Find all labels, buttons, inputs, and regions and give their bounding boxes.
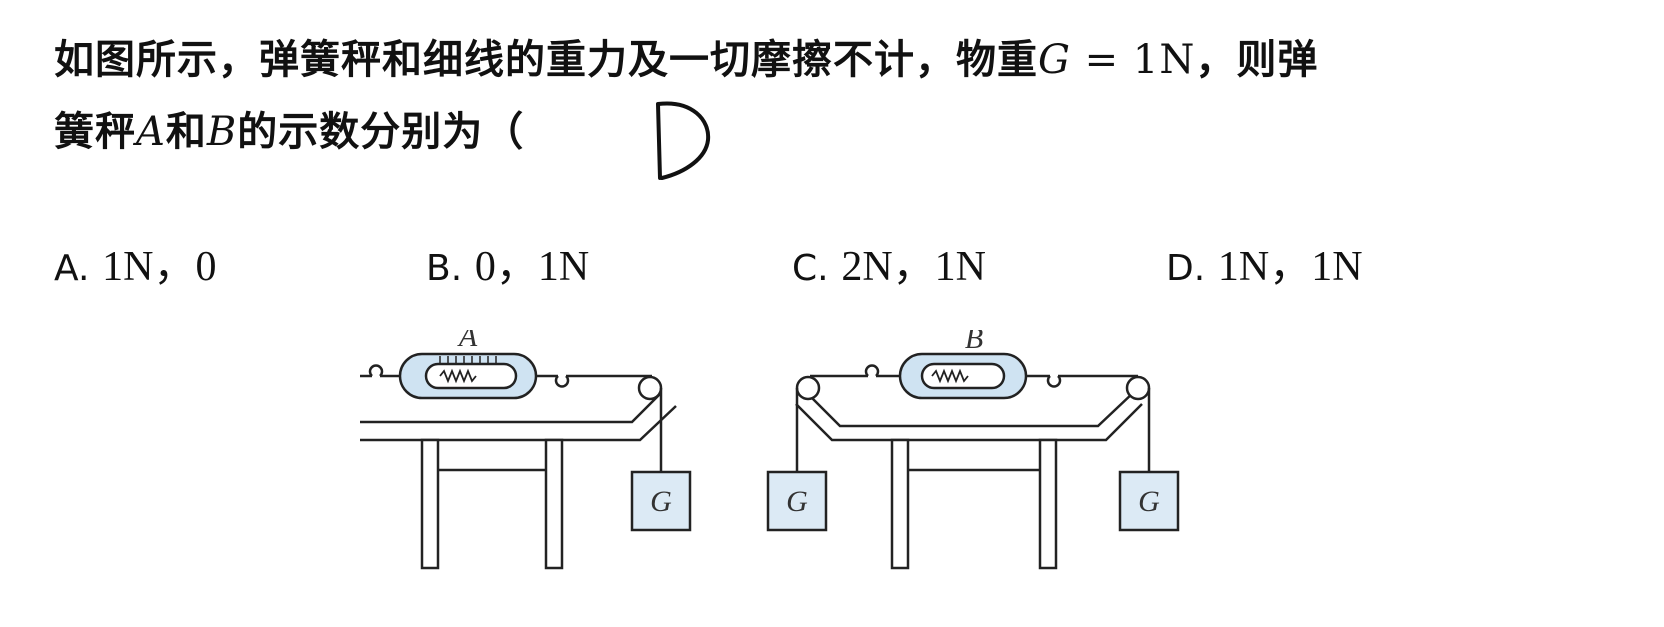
table-top-b	[795, 391, 1143, 442]
table-leg	[544, 438, 564, 570]
weight-label: G	[786, 485, 808, 518]
option-text: 0，1N	[474, 244, 590, 290]
weight-block	[1118, 470, 1180, 532]
option-text: 1N，0	[102, 244, 217, 290]
weight-block	[766, 470, 828, 532]
pulley	[637, 375, 663, 401]
question-text-segment: 的示数分别为（	[237, 108, 525, 155]
table-top-a	[360, 393, 677, 442]
pulley	[1125, 375, 1151, 401]
option-d[interactable]: D. 1N，1N	[1166, 232, 1363, 293]
table-leg	[420, 438, 440, 570]
math-var-g: G	[1038, 37, 1071, 83]
option-letter: B.	[426, 248, 463, 289]
option-b[interactable]: B. 0，1N	[426, 232, 589, 293]
pulley	[795, 375, 821, 401]
hook	[864, 364, 880, 377]
weight-block	[630, 470, 692, 532]
answer-options: A. 1N，0 B. 0，1N C. 2N，1N D. 1N，1N	[54, 232, 1614, 290]
math-equation: = 1N	[1070, 37, 1196, 83]
scale-a-label: A	[457, 330, 478, 353]
option-letter: A.	[54, 248, 90, 289]
table-leg	[890, 438, 910, 570]
hook	[554, 375, 570, 388]
question-line-1: 如图所示，弹簧秤和细线的重力及一切摩擦不计，物重G = 1N，则弹	[54, 24, 1634, 96]
physics-figure: A G B G G	[360, 330, 1180, 570]
hook	[368, 364, 384, 377]
question-text: 如图所示，弹簧秤和细线的重力及一切摩擦不计，物重G = 1N，则弹 簧秤A和B的…	[54, 24, 1634, 168]
hook	[1046, 375, 1062, 388]
question-line-2: 簧秤A和B的示数分别为（	[54, 96, 1634, 168]
scale-window	[424, 362, 518, 390]
question-text-segment: 如图所示，弹簧秤和细线的重力及一切摩擦不计，物重	[54, 36, 1038, 83]
handwritten-answer-d: D	[656, 101, 711, 180]
spring-coil	[439, 368, 477, 384]
table-leg	[1038, 438, 1058, 570]
option-letter: D.	[1166, 248, 1206, 289]
option-text: 2N，1N	[841, 244, 986, 290]
diagram-a	[360, 352, 692, 570]
question-text-segment: ，则弹	[1195, 36, 1319, 83]
scale-window	[920, 362, 1006, 390]
option-c[interactable]: C. 2N，1N	[792, 232, 986, 293]
weight-label: G	[1138, 485, 1160, 518]
spring-coil	[931, 368, 969, 384]
scale-b-label: B	[965, 330, 983, 355]
diagram-b	[766, 352, 1180, 570]
option-a[interactable]: A. 1N，0	[54, 232, 217, 293]
option-letter: C.	[792, 248, 829, 289]
option-text: 1N，1N	[1217, 244, 1363, 290]
question-text-segment: 簧秤	[54, 108, 136, 155]
question-text-segment: 和	[165, 108, 207, 155]
weight-label: G	[650, 485, 672, 518]
math-var-b: B	[206, 109, 238, 155]
math-var-a: A	[136, 109, 166, 155]
